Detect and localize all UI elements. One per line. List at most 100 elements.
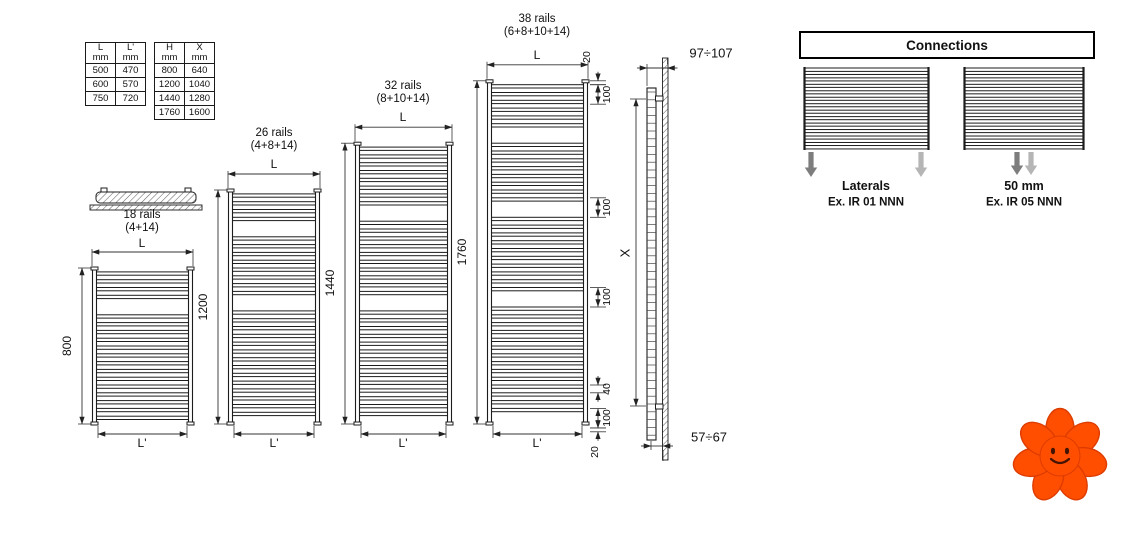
tube [227, 190, 234, 424]
radiator-4-label: 38 rails (6+8+10+14) [504, 13, 570, 39]
rail [964, 112, 1084, 118]
rail [96, 345, 189, 350]
rail [96, 368, 189, 374]
cap [313, 188, 322, 193]
rail [491, 197, 584, 202]
rails-count-label: 32 rails [384, 79, 422, 92]
rail [491, 142, 584, 147]
rail [491, 123, 584, 128]
rails-grouping-label: (4+14) [125, 222, 159, 234]
rail [359, 365, 448, 370]
rail [804, 106, 929, 111]
connection-flow-arrow [1010, 152, 1024, 175]
rail [804, 112, 929, 118]
cap [485, 421, 494, 426]
rails-grouping-label: (6+8+10+14) [503, 26, 571, 38]
rail [232, 411, 316, 417]
rail [491, 99, 584, 105]
rail [359, 162, 448, 167]
rail [491, 287, 584, 292]
flower-smile [1049, 457, 1071, 465]
rail [491, 115, 584, 120]
rail [96, 400, 189, 405]
rail [359, 185, 448, 190]
rail [359, 310, 448, 315]
rail [232, 283, 316, 288]
connections-figure-laterals [803, 67, 930, 177]
tube [187, 268, 194, 424]
rail [491, 271, 584, 276]
rail [491, 279, 584, 284]
rail [232, 349, 316, 354]
rail [359, 146, 448, 151]
rail [232, 251, 316, 257]
rail [232, 244, 316, 249]
rail [491, 400, 584, 405]
width-dim-label: L [138, 236, 146, 251]
table-cell: 750 [85, 90, 116, 106]
rail [232, 388, 316, 393]
rail [359, 388, 448, 393]
rail [491, 361, 584, 366]
rail [491, 337, 584, 343]
rail [96, 271, 189, 276]
header-line: mm [161, 51, 178, 63]
flower-center [1039, 435, 1081, 477]
central-example: Ex. IR 05 NNN [986, 196, 1062, 209]
rail [359, 318, 448, 323]
example-code: IR 01 NNN [848, 196, 905, 209]
detail-dim-label: 100 [601, 199, 613, 217]
rail [232, 341, 316, 346]
rail [804, 145, 929, 150]
table-cell: 1600 [184, 104, 215, 120]
header-line: X [196, 42, 203, 53]
cap [445, 421, 454, 426]
rail [491, 314, 584, 319]
table-cell: 1200 [154, 76, 185, 92]
cap [186, 266, 195, 271]
rail [491, 224, 584, 229]
rail [804, 86, 929, 92]
rail [491, 392, 584, 397]
table-cell: 1280 [184, 90, 215, 106]
cap [581, 79, 590, 84]
rail [232, 290, 316, 296]
height-dim-label: 800 [60, 335, 75, 357]
cap [485, 79, 494, 84]
rail [232, 267, 316, 272]
rail [491, 368, 584, 374]
rail [964, 80, 1084, 85]
cap [226, 421, 235, 426]
rail [359, 177, 448, 183]
rail [491, 166, 584, 171]
cap [353, 421, 362, 426]
rail [491, 306, 584, 311]
rail [491, 107, 584, 112]
rail [491, 345, 584, 350]
rail [804, 73, 929, 79]
rail [359, 259, 448, 265]
cap [445, 141, 454, 146]
rail [804, 80, 929, 85]
example-code: IR 05 NNN [1006, 196, 1063, 209]
header-line: mm [191, 51, 208, 63]
rail [964, 86, 1084, 92]
rail [96, 279, 189, 284]
tube [91, 268, 98, 424]
height-dim-label: 1760 [455, 238, 470, 266]
rails-count-label: 26 rails [255, 126, 293, 139]
rail [359, 326, 448, 331]
rail [804, 138, 929, 143]
bottom-width-dim-label: L' [269, 436, 279, 451]
rail [491, 263, 584, 268]
bottom-width-dim-label: L' [398, 436, 408, 451]
radiator-drawing-38-rails [473, 61, 590, 438]
rail [964, 125, 1084, 131]
rail [359, 283, 448, 288]
rail [964, 138, 1084, 143]
rail [359, 170, 448, 175]
flower-eye [1050, 447, 1056, 455]
